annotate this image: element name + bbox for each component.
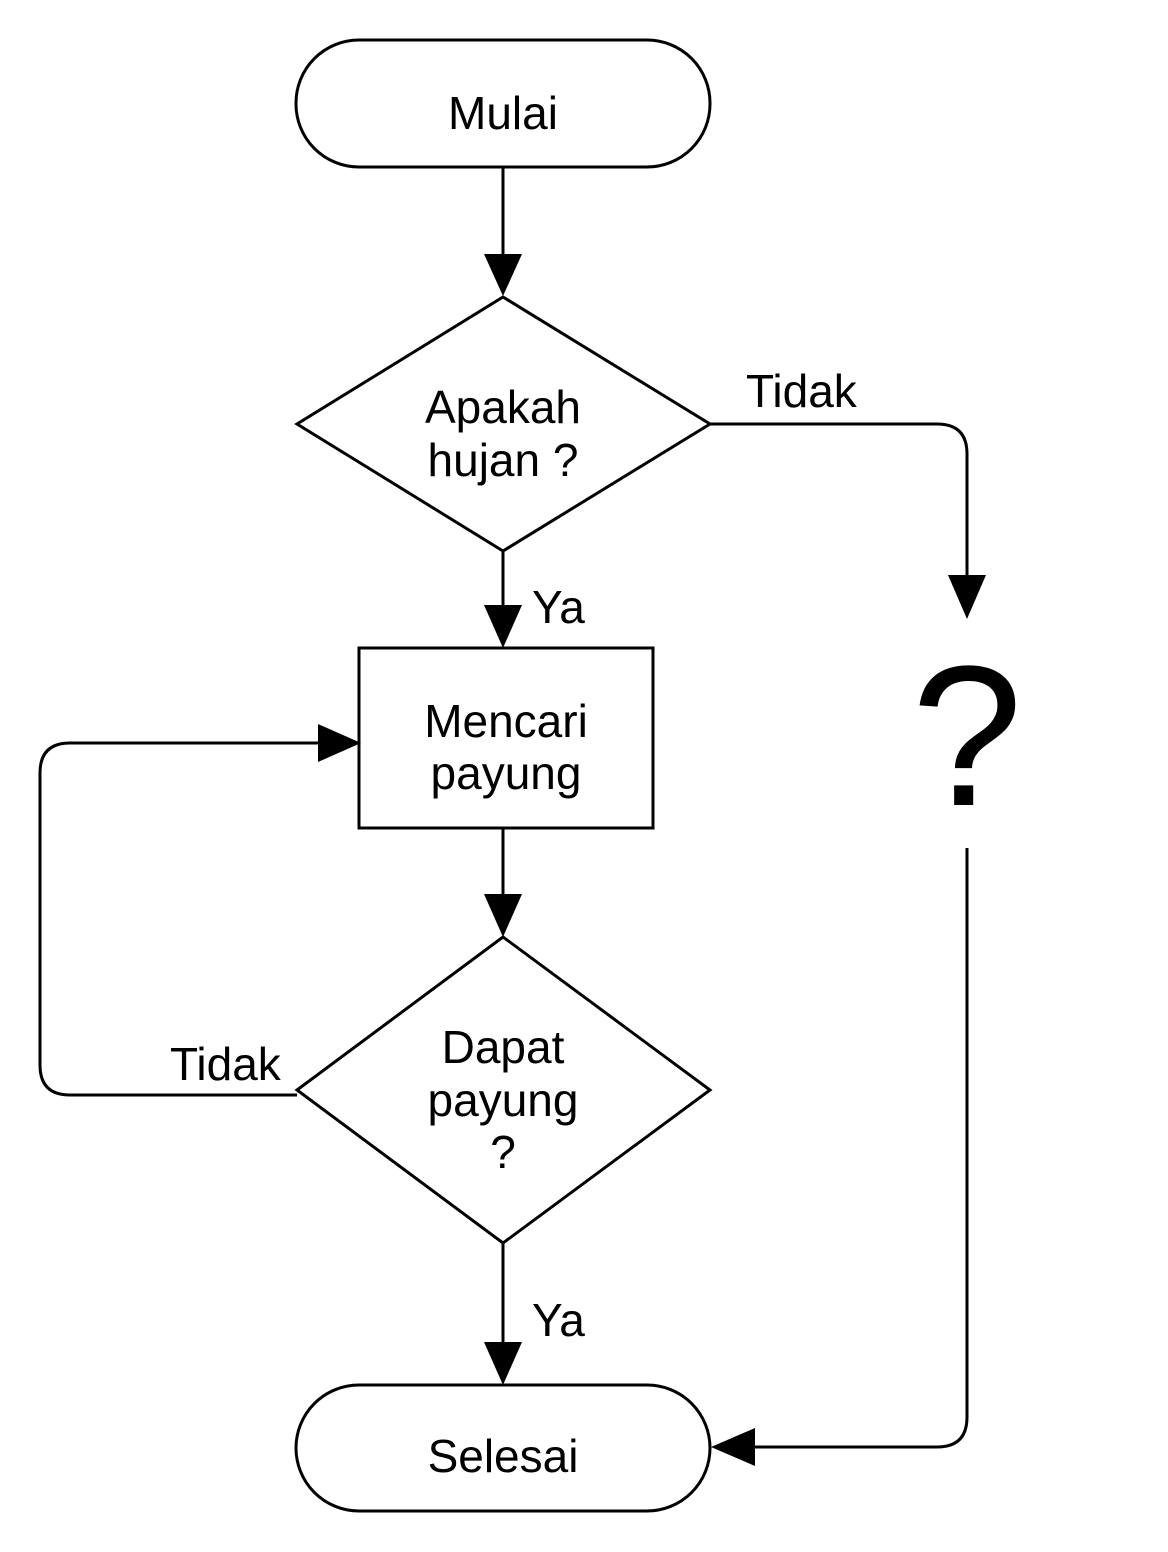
decision-is-raining-line-2: hujan ? — [428, 434, 579, 486]
edge-got-yes-arrowhead — [484, 1342, 522, 1385]
edge-got-no-label: Tidak — [170, 1038, 282, 1090]
edge-unknown-to-end-line — [748, 848, 969, 1449]
process-find-umbrella-line-1: Mencari — [424, 695, 588, 747]
edge-rain-no-arrowhead — [948, 575, 986, 619]
process-find-umbrella-line-2: payung — [431, 747, 582, 799]
edge-find-to-got-arrowhead — [484, 894, 522, 937]
start-label: Mulai — [448, 87, 558, 139]
edge-got-yes-label: Ya — [532, 1294, 585, 1346]
decision-got-umbrella-line-2: payung — [428, 1074, 579, 1126]
unknown-step-question-mark: ? — [911, 625, 1022, 848]
edge-unknown-to-end-arrowhead — [711, 1428, 755, 1466]
edge-got-no-line — [38, 741, 325, 1097]
end-terminator — [294, 1383, 712, 1513]
process-find-umbrella — [357, 646, 655, 830]
end-label: Selesai — [428, 1430, 579, 1482]
edge-rain-no-label: Tidak — [746, 365, 858, 417]
edge-rain-yes-arrowhead — [484, 605, 522, 648]
edge-got-no-arrowhead — [318, 724, 361, 762]
edge-rain-yes-label: Ya — [532, 581, 585, 633]
edge-rain-no-line — [710, 422, 969, 580]
decision-is-raining-line-1: Apakah — [425, 381, 581, 433]
decision-got-umbrella-line-1: Dapat — [442, 1021, 565, 1073]
edge-start-to-rain-arrowhead — [484, 254, 522, 296]
decision-got-umbrella-line-3: ? — [490, 1126, 516, 1178]
